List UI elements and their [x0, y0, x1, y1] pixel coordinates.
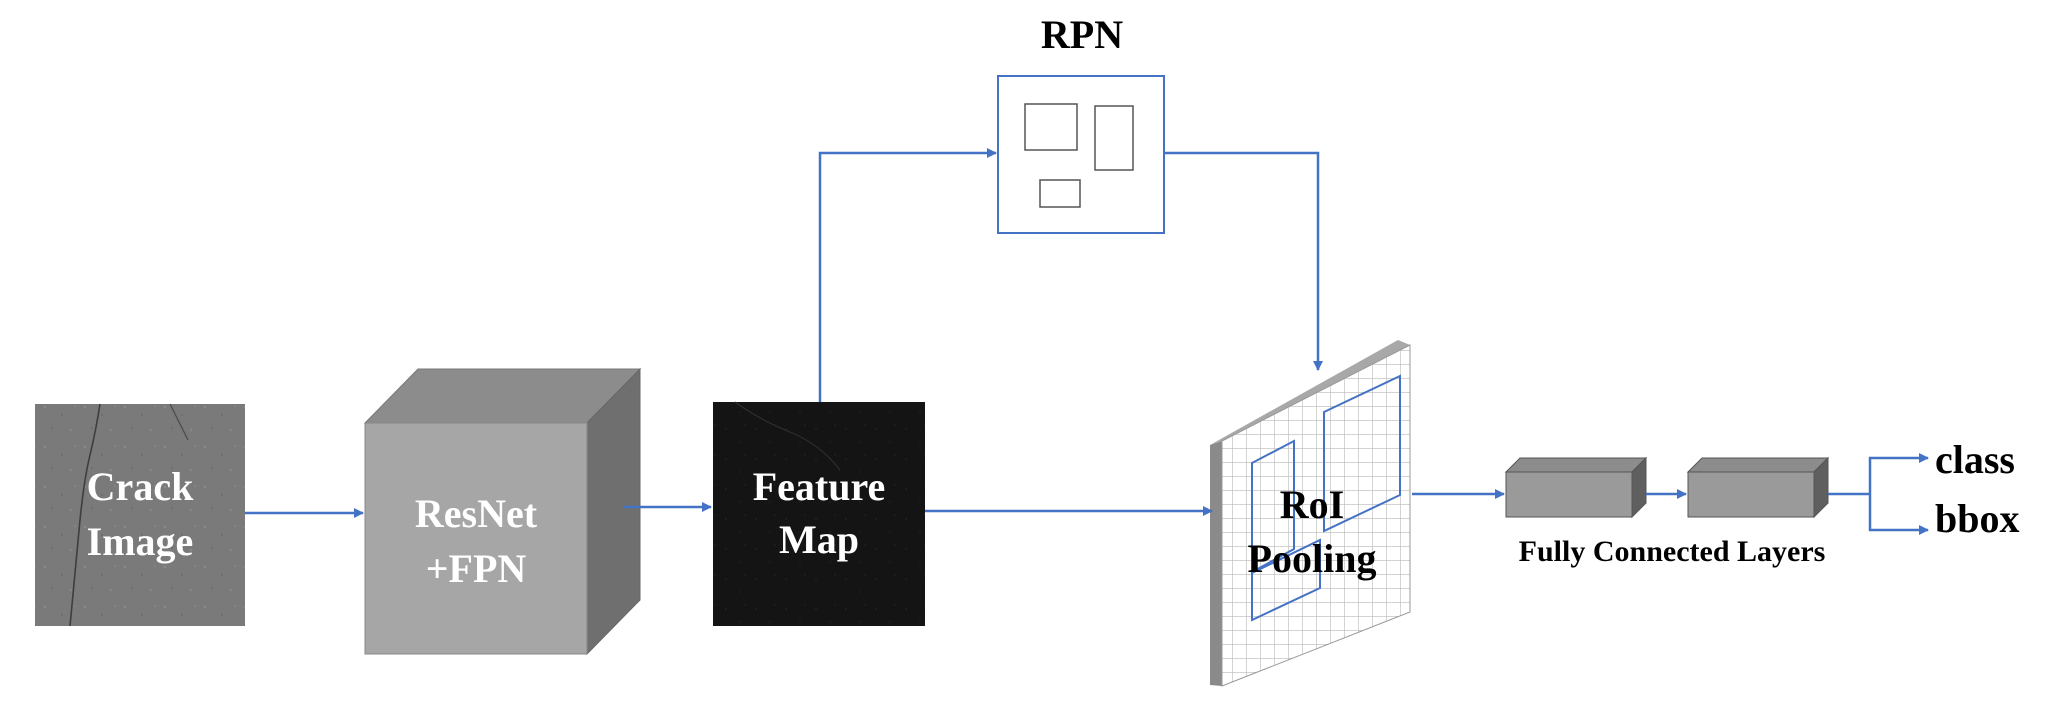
backbone-label-line1: ResNet	[415, 491, 538, 536]
arrow-to-bbox	[1868, 494, 1929, 535]
backbone-cube: ResNet +FPN	[363, 367, 642, 656]
roi-label-line1: RoI	[1280, 482, 1344, 527]
connectors	[245, 148, 1929, 535]
crack-image-label-line1: Crack	[87, 464, 194, 509]
crack-line	[69, 403, 101, 627]
roi-grid-top-edge	[1210, 340, 1410, 445]
feature-map-label-line2: Map	[779, 517, 859, 562]
feature-map-label-line1: Feature	[753, 464, 886, 509]
roi-grid-face	[1221, 344, 1411, 687]
fc-layer-2	[1686, 456, 1830, 519]
roi-region-box	[1251, 538, 1321, 622]
roi-label-line2: Pooling	[1248, 536, 1377, 581]
cube-front-face	[364, 422, 588, 655]
feature-crack-line	[734, 401, 841, 471]
feature-map-block: Feature Map	[713, 401, 925, 626]
output-class-label: class	[1935, 437, 2015, 482]
backbone-label-line2: +FPN	[426, 546, 527, 591]
output-bbox-label: bbox	[1935, 496, 2020, 541]
fc-layers-label: Fully Connected Layers	[1519, 535, 1826, 568]
rpn-proposal-box	[1039, 179, 1081, 208]
fc-layer-1	[1504, 456, 1648, 519]
arrow-to-class	[1868, 453, 1929, 494]
roi-region-box	[1251, 439, 1295, 574]
crack-line	[169, 403, 189, 441]
arrow-featuremap-to-rpn	[818, 148, 997, 402]
rpn-box	[997, 75, 1165, 234]
roi-pooling-grid: RoI Pooling	[1210, 340, 1411, 687]
crack-image-block: Crack Image	[35, 403, 245, 627]
roi-grid-edge	[1210, 441, 1222, 686]
roi-region-box	[1323, 374, 1401, 533]
rpn-title: RPN	[1041, 12, 1123, 57]
rpn-proposal-box	[1094, 105, 1134, 171]
arrow-rpn-to-roi	[1164, 151, 1323, 371]
crack-image-label-line2: Image	[87, 519, 194, 564]
rpn-proposal-box	[1024, 103, 1078, 151]
